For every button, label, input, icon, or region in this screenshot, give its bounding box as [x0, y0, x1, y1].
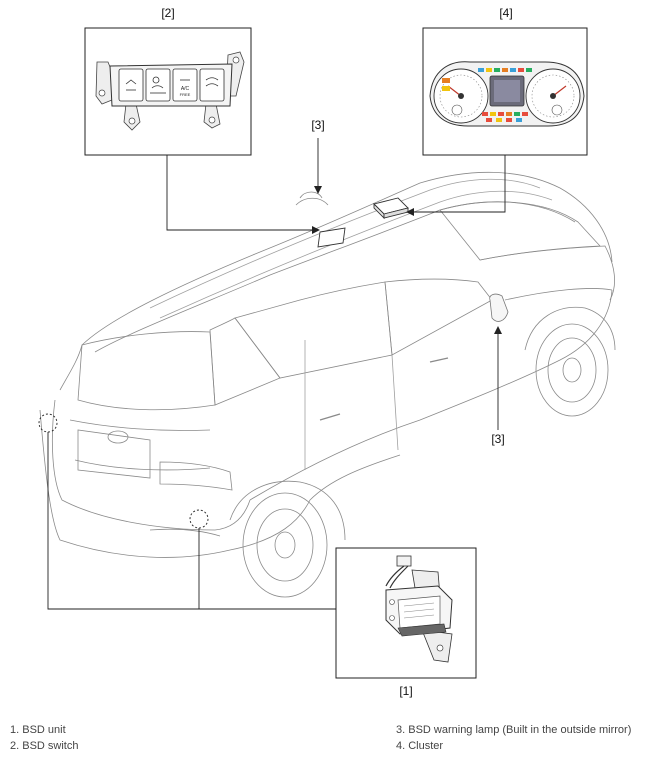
- bsd-warning-icon: [125, 79, 137, 85]
- switch-ac-label: A/C: [181, 86, 190, 92]
- leader-lines: [47, 138, 506, 610]
- seat-heater-icon: [152, 76, 160, 84]
- switch-button-2: [145, 68, 171, 102]
- cluster-bottom-indicators: [482, 112, 528, 122]
- roof-cluster-marker: [373, 197, 409, 220]
- legend-item-4: 4. Cluster: [396, 740, 444, 752]
- switch-button-4: [199, 68, 225, 102]
- bsd-switch-box: A/C FREE: [84, 27, 252, 156]
- bsd-unit-box: [335, 547, 477, 679]
- cluster-box: [422, 27, 588, 156]
- legend-right: 3. BSD warning lamp (Built in the outsid…: [396, 722, 631, 754]
- rear-left-sensor-marker: [38, 413, 58, 433]
- cluster-top-indicators: [478, 68, 532, 72]
- callout-lamp-top: [3]: [311, 118, 325, 132]
- legend-left: 1. BSD unit 2. BSD switch: [10, 722, 78, 754]
- legend-item-3: 3. BSD warning lamp (Built in the outsid…: [396, 724, 632, 736]
- switch-free-label: FREE: [180, 92, 191, 97]
- callout-switch: [2]: [161, 6, 175, 20]
- defrost-icon: [205, 77, 219, 81]
- switch-button-1: [118, 68, 144, 102]
- callout-unit: [1]: [399, 684, 413, 698]
- suv-illustration: [39, 171, 616, 598]
- legend-item-2: 2. BSD switch: [10, 740, 79, 752]
- rear-right-sensor-marker: [189, 509, 209, 529]
- roof-lamp-marker: [317, 227, 346, 248]
- unit-bracket: [421, 629, 453, 663]
- callout-lamp-right: [3]: [491, 432, 505, 446]
- callout-cluster: [4]: [499, 6, 513, 20]
- unit-connector: [396, 555, 412, 567]
- switch-button-3: [172, 68, 198, 102]
- legend-item-1: 1. BSD unit: [10, 724, 66, 736]
